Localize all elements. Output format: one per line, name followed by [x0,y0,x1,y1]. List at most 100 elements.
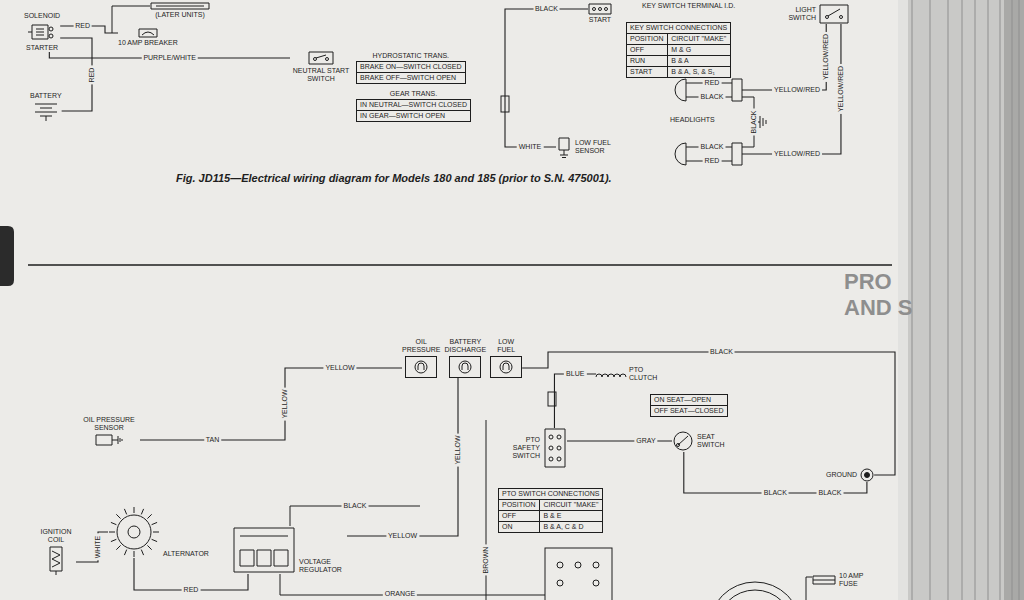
component-symbol [232,526,296,574]
component-label: IGNITION COIL [36,528,76,544]
component-symbol [44,545,68,575]
table-cell: START [627,67,667,77]
component-box: 10 AMP FUSE [812,572,869,588]
wire-label: ORANGE [383,590,417,598]
component-box: OIL PRESSURE SENSOR [78,416,140,447]
table-cell: OFF SEAT—CLOSED [651,406,727,416]
symbol-stroke [56,571,57,575]
table-cell: PTO SWITCH CONNECTIONS [499,489,602,499]
wire-connector [522,352,895,475]
symbol-stroke [326,58,329,61]
symbol-stroke [500,361,512,373]
table-cell: B & A, S, & S₁ [668,67,730,77]
symbol-stroke [828,9,840,16]
component-symbol [450,357,480,377]
lamp-box [405,356,437,378]
symbol-stroke [156,6,204,7]
indicator-panel: OIL PRESSUREBATTERY DISCHARGELOW FUEL [402,338,522,378]
table-title: HYDROSTATIC TRANS. [372,52,449,60]
table-cell: ON [499,522,539,532]
table-cell: POSITION [627,34,667,44]
symbol-stroke [599,8,602,11]
symbol-stroke [742,90,770,91]
bleed-through-text: AND S [842,296,914,320]
symbol-stroke [593,8,596,11]
component-symbol [588,3,612,15]
symbol-stroke [589,4,611,14]
wire-color-label: PURPLE/WHITE [141,54,198,62]
component-label: 10 AMP BREAKER [118,39,178,47]
component-label: GROUND [826,471,857,479]
component-symbol [556,136,572,158]
symbol-stroke [49,34,53,38]
component-symbol [137,28,159,38]
symbol-stroke [316,55,326,58]
table-cell: OFF [627,45,667,55]
symbol-stroke [503,363,509,370]
lamp-box [449,356,481,378]
symbol-stroke [459,361,471,373]
symbol-stroke [559,138,569,150]
symbol-stroke [52,551,60,567]
terminal [557,562,563,568]
component-box: (LATER UNITS) [150,2,210,19]
symbol-stroke [865,473,870,478]
page-tab [0,226,14,286]
table-cell: B & E [540,511,602,521]
component-label: 10 AMP FUSE [839,572,869,588]
connection-table: PTO SWITCH CONNECTIONSPOSITIONCIRCUIT "M… [498,488,603,533]
symbol-stroke [549,446,553,450]
wire-color-label: BLACK [762,489,789,497]
section-divider [28,264,892,266]
connection-table: KEY SWITCH CONNECTIONSPOSITIONCIRCUIT "M… [626,22,731,78]
symbol-stroke [677,444,680,447]
symbol-stroke [109,507,159,557]
symbol-stroke [549,435,553,439]
symbol-stroke [813,580,835,581]
wire-connector [770,24,826,90]
connection-table-box: PTO SWITCH CONNECTIONSPOSITIONCIRCUIT "M… [498,488,603,533]
symbol-stroke [545,429,565,467]
symbol-stroke [732,79,742,101]
component-box: NEUTRAL START SWITCH [290,50,352,83]
wire-label: RED [703,157,722,165]
terminal [593,580,599,586]
symbol-stroke [840,16,843,19]
wire-color-label: GRAY [634,437,657,445]
gauge-symbol [717,590,793,600]
table-cell: RUN [627,56,667,66]
wire-color-label: YELLOW [386,532,419,540]
symbol-stroke [28,29,44,35]
component-symbol [95,433,123,447]
connection-table-box: GEAR TRANS.IN NEUTRAL—SWITCH CLOSEDIN GE… [356,90,471,122]
bleed-through-text: PRO [842,270,894,294]
component-symbol [406,357,436,377]
component-symbol [819,4,849,24]
component-symbol [672,430,694,452]
symbol-stroke [112,436,122,444]
indicator-light: LOW FUEL [490,338,522,378]
wire-color-label: RED [182,586,201,594]
table-cell: BRAKE ON—SWITCH CLOSED [357,62,465,72]
connection-table: IN NEUTRAL—SWITCH CLOSEDIN GEAR—SWITCH O… [356,99,471,122]
table-cell: B & A [668,56,730,66]
indicator-light: BATTERY DISCHARGE [445,338,487,378]
symbol-stroke [139,29,157,37]
component-box: SOLENOIDSTARTER [24,12,60,52]
symbol-stroke [35,104,57,121]
wire-label: BLACK [699,93,726,101]
symbol-stroke [675,143,686,165]
wire-color-label: RED [73,22,92,30]
wire-color-label: WHITE [94,534,102,561]
wire [806,577,812,600]
table-cell: CIRCUIT "MAKE" [540,500,602,510]
wire-color-label: RED [88,65,96,84]
lamp-box [490,356,522,378]
wire-connector [505,9,588,147]
table-cell: B & A, C & D [540,522,602,532]
symbol-stroke [813,576,835,584]
table-cell: M & G [668,45,730,55]
terminal [575,562,581,568]
